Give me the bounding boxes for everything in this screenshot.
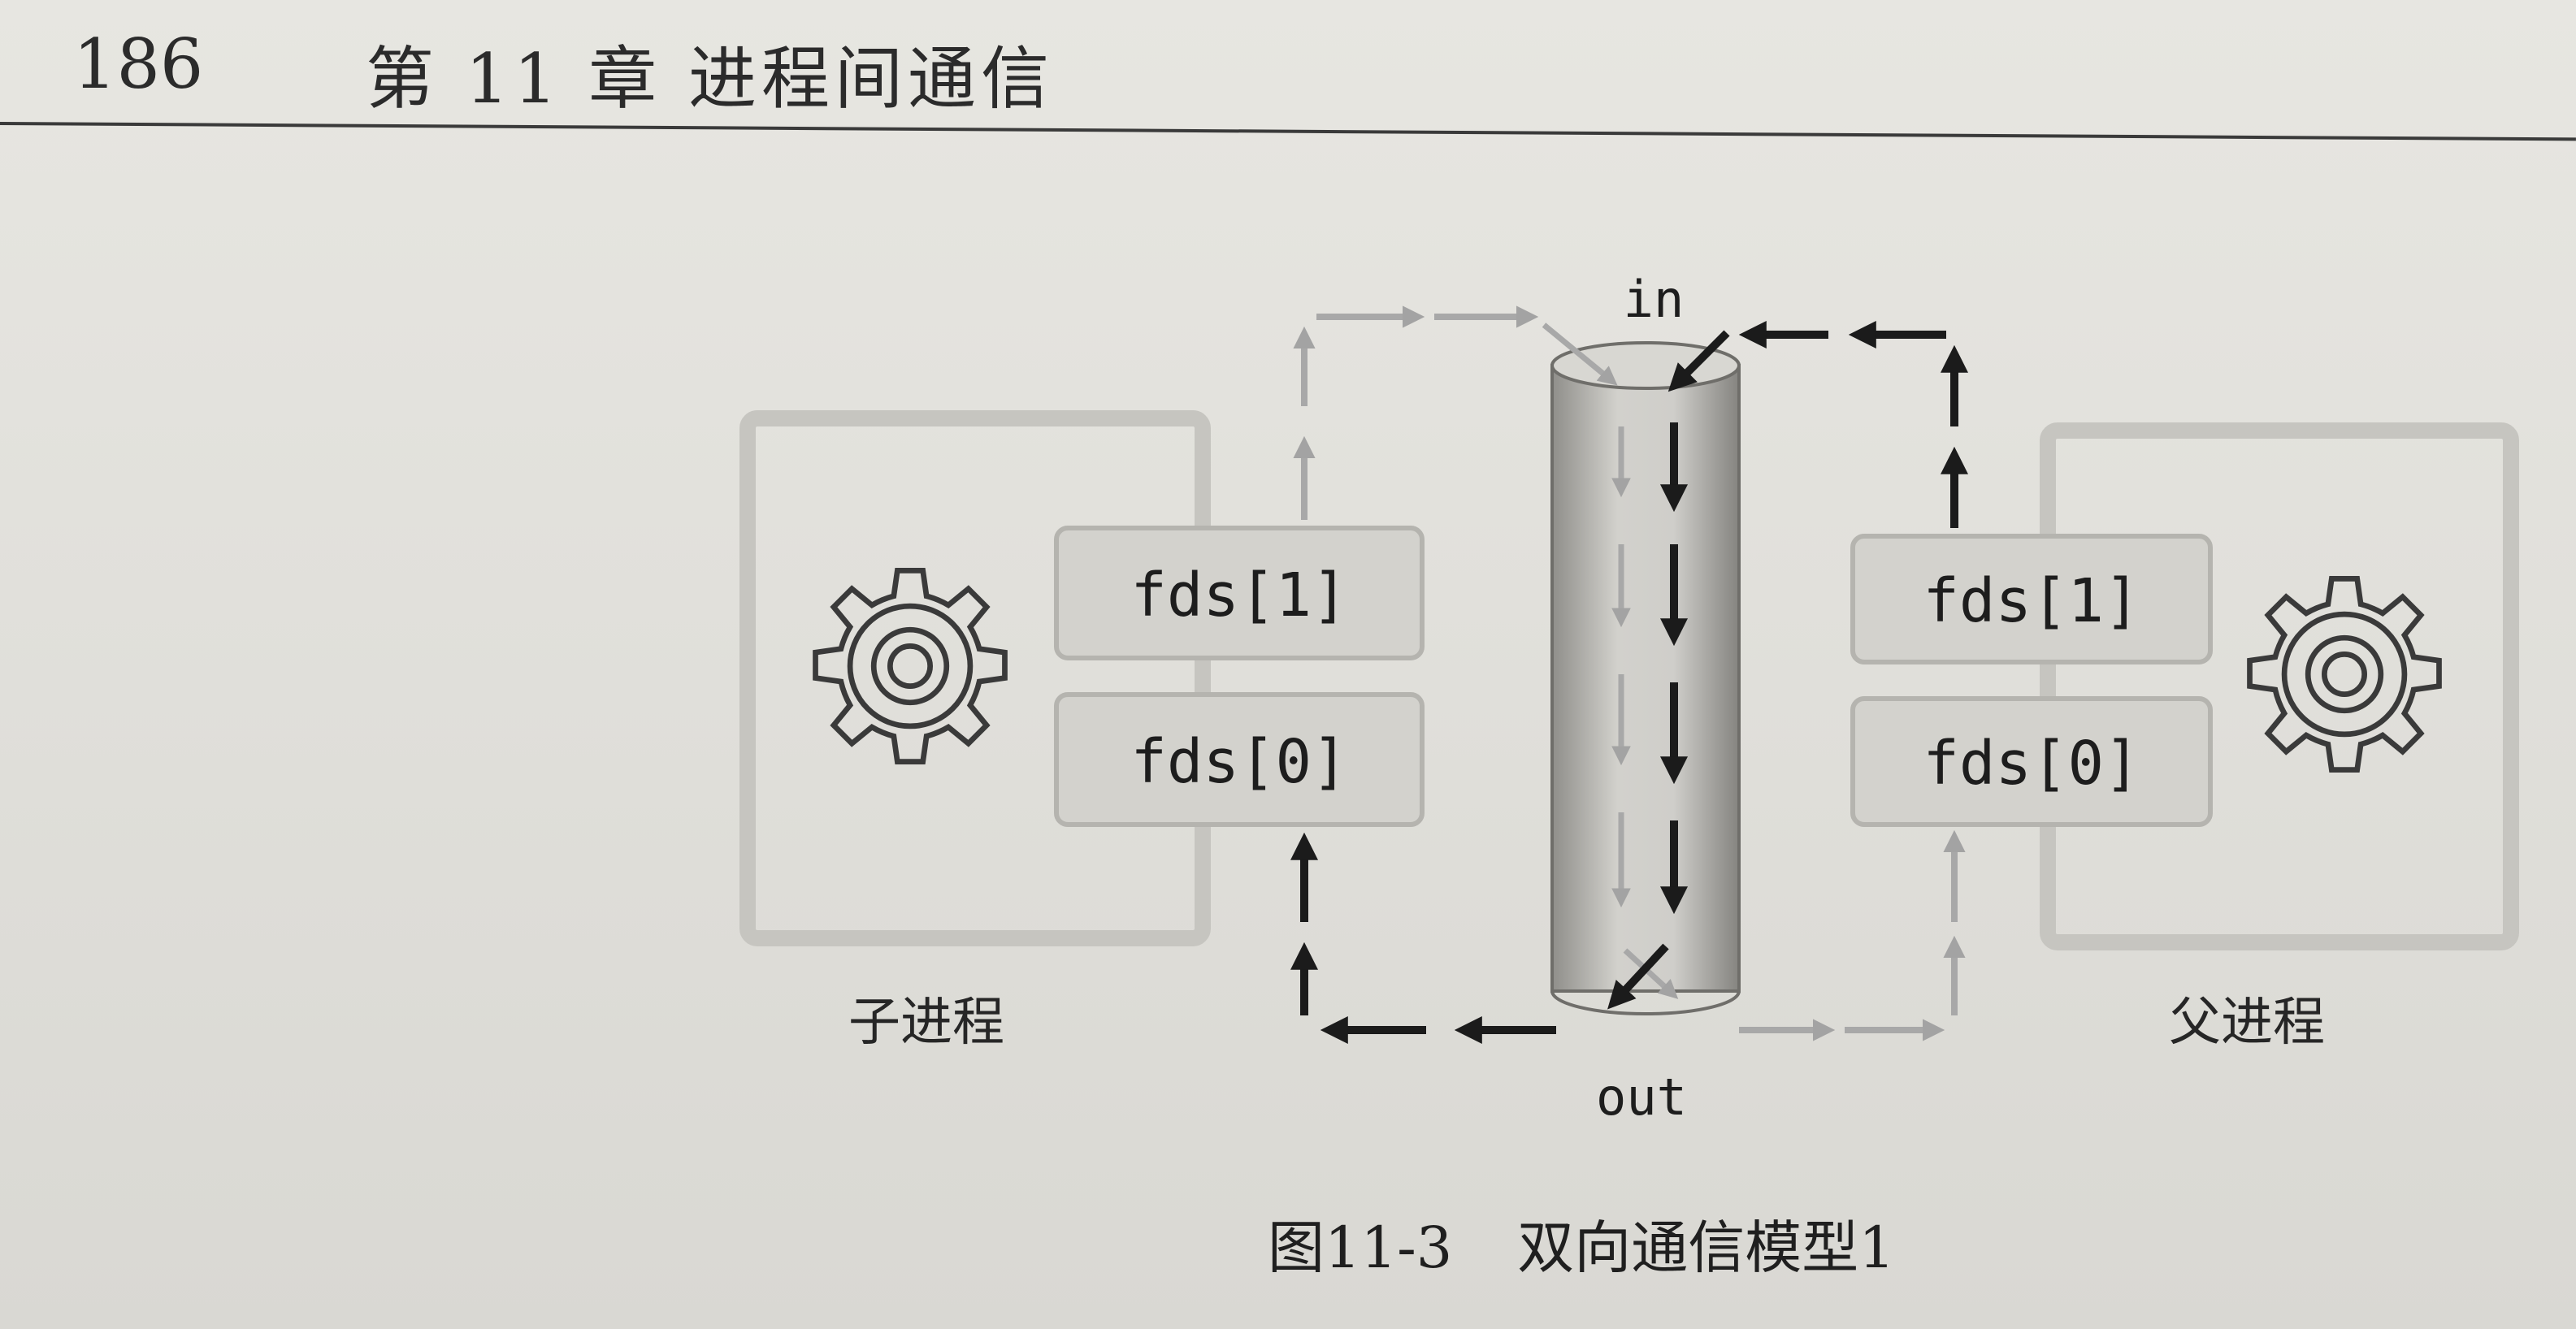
- parent-read-fd-box: fds[0]: [1850, 696, 2213, 827]
- pipe-cylinder: [1550, 341, 1741, 1015]
- child-write-fd-label: fds[1]: [1130, 561, 1347, 630]
- pipe-faded-arrows: [1542, 323, 1679, 999]
- pipe-out-label: out: [1596, 1067, 1687, 1127]
- parent-write-path: [1738, 320, 1969, 528]
- child-read-fd-box: fds[0]: [1054, 692, 1425, 827]
- page-header: 186 第 11 章 进程间通信: [0, 0, 2576, 154]
- child-write-path: [1293, 305, 1539, 520]
- child-write-fd-box: fds[1]: [1054, 526, 1425, 660]
- parent-read-path: [1739, 829, 1966, 1041]
- parent-read-fd-label: fds[0]: [1923, 729, 2140, 799]
- figure-caption: 图11-3 双向通信模型1: [1268, 1202, 1895, 1284]
- child-process-frame: [739, 410, 1211, 946]
- pipe-active-arrows: [1607, 330, 1730, 1010]
- child-process-label: 子进程: [848, 993, 1004, 1053]
- parent-process-frame: [2040, 422, 2519, 950]
- parent-write-fd-label: fds[1]: [1923, 566, 2140, 636]
- parent-process-label: 父进程: [2169, 993, 2325, 1053]
- figure-number: 图11-3: [1268, 1214, 1453, 1281]
- child-read-path: [1290, 832, 1556, 1045]
- chapter-title: 第 11 章 进程间通信: [366, 39, 1054, 119]
- child-gear-icon: [816, 570, 1005, 761]
- page-number: 186: [73, 24, 204, 104]
- pipe-in-label: in: [1624, 270, 1685, 329]
- figure-title: 双向通信模型1: [1517, 1214, 1895, 1281]
- child-read-fd-label: fds[0]: [1130, 727, 1347, 797]
- parent-gear-icon: [2250, 578, 2439, 769]
- parent-write-fd-box: fds[1]: [1850, 534, 2213, 664]
